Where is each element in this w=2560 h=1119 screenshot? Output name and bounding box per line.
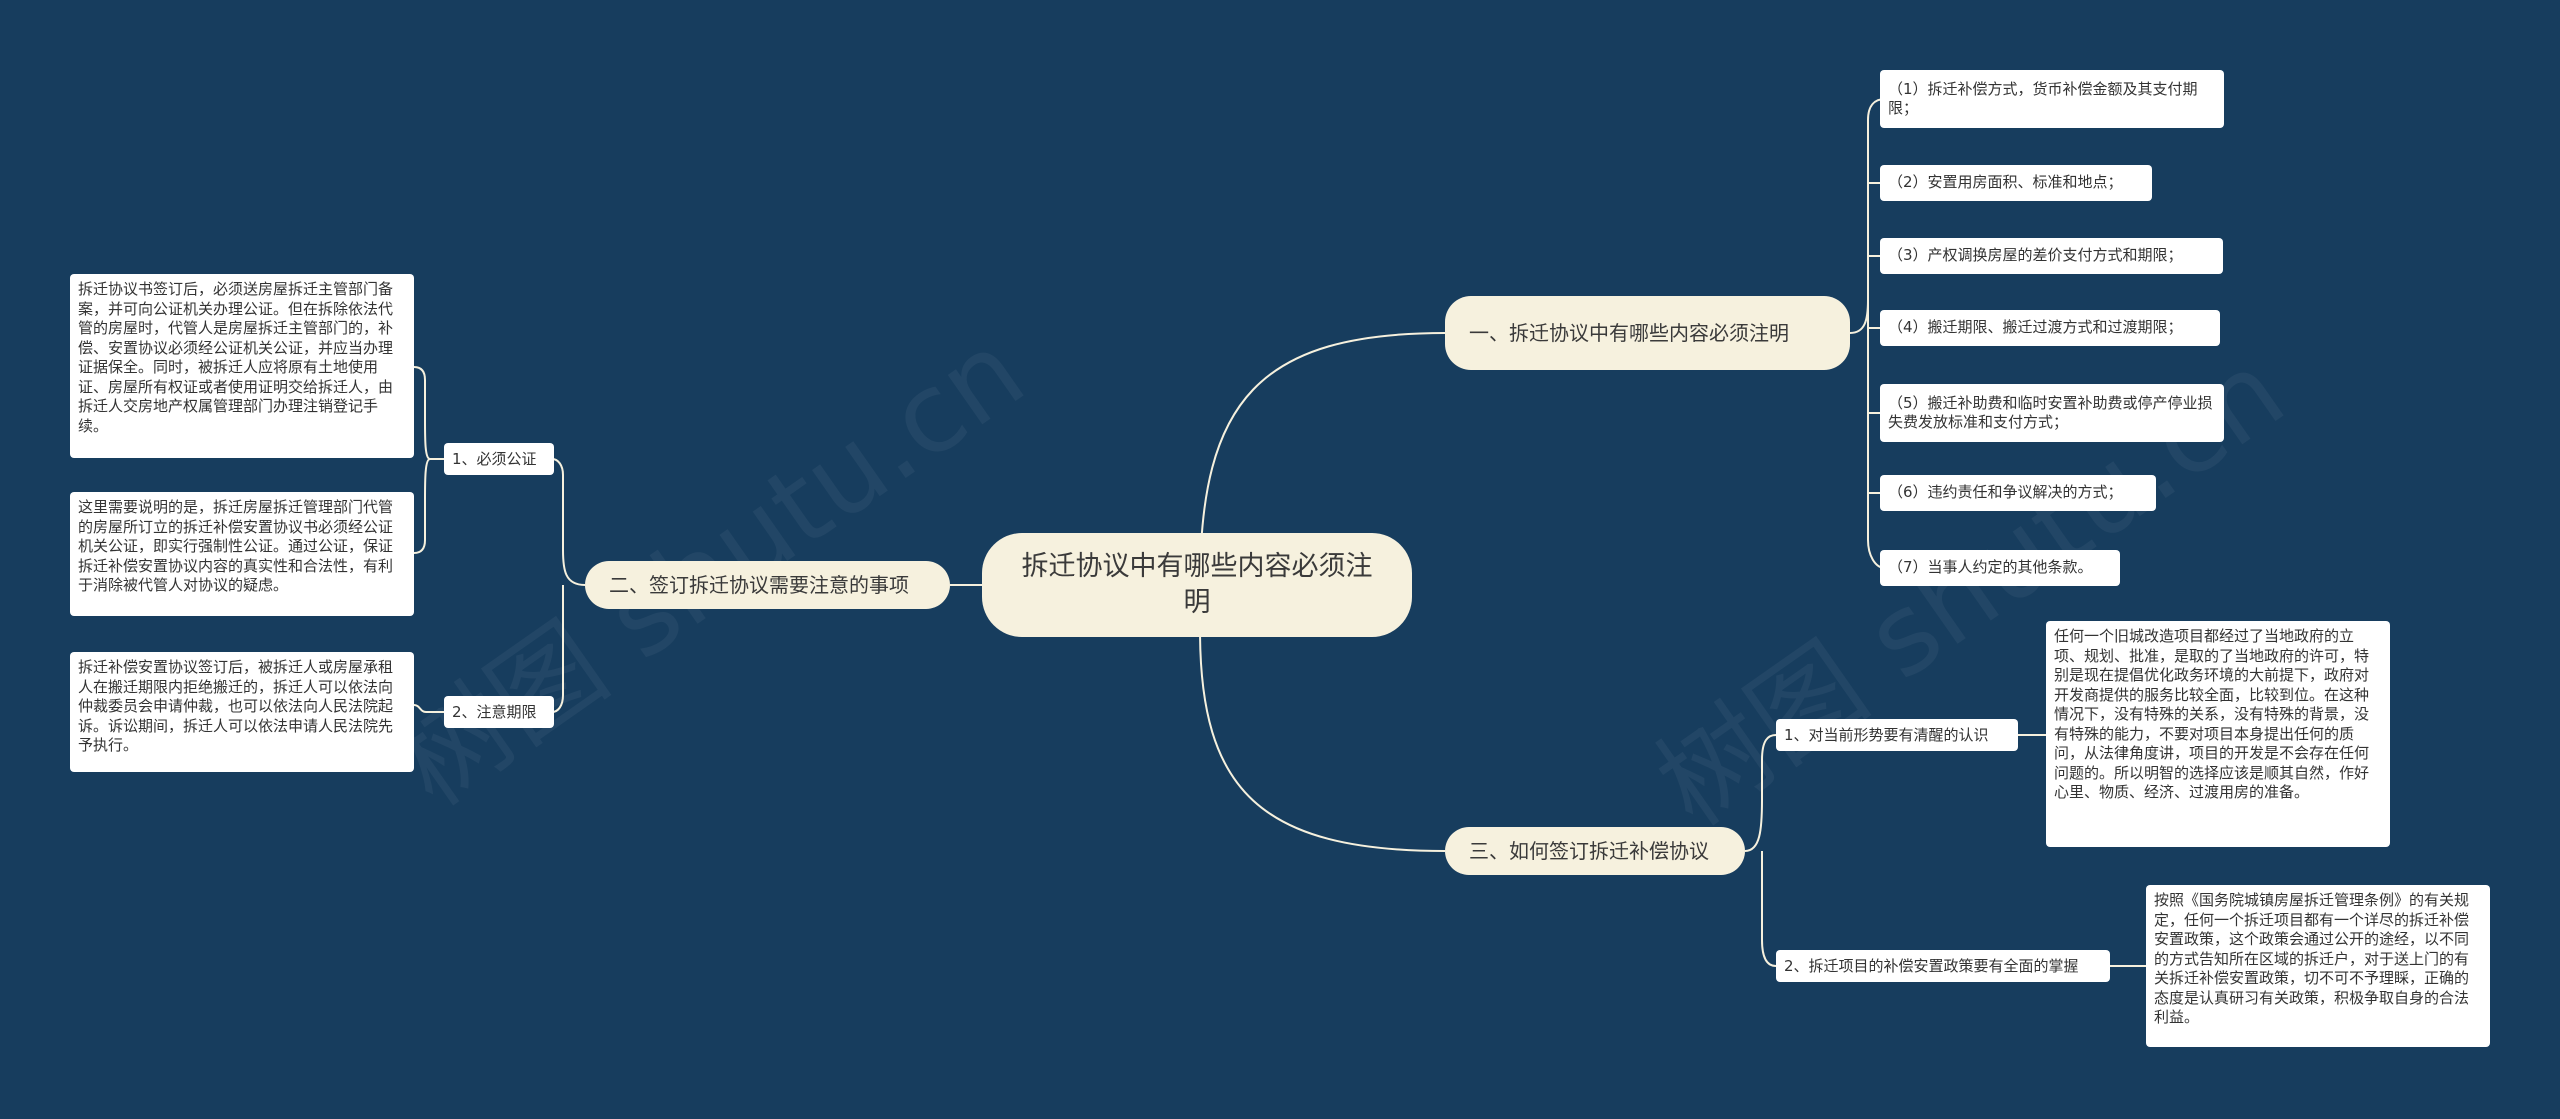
leaf-situation-detail[interactable]: 任何一个旧城改造项目都经过了当地政府的立项、规划、批准，是取的了当地政府的许可，… [2046,621,2390,847]
connector-branch2-subs [551,458,586,713]
leaf-notarize-detail[interactable]: 拆迁协议书签订后，必须送房屋拆迁主管部门备案，并可向公证机关办理公证。但在拆除依… [70,274,414,458]
list-item-other-terms[interactable]: （7）当事人约定的其他条款。 [1880,550,2120,586]
branch-signing-notes[interactable]: 二、签订拆迁协议需要注意的事项 [585,561,950,609]
connector-root-branch3 [1199,629,1446,852]
sub-must-notarize[interactable]: 1、必须公证 [444,443,554,475]
sub-mind-deadline[interactable]: 2、注意期限 [444,696,554,728]
list-item-liability[interactable]: （6）违约责任和争议解决的方式； [1880,475,2156,511]
list-item-housing-area[interactable]: （2）安置用房面积、标准和地点； [1880,165,2152,201]
leaf-deadline-detail[interactable]: 拆迁补偿安置协议签订后，被拆迁人或房屋承租人在搬迁期限内拒绝搬迁的，拆迁人可以依… [70,652,414,772]
sub-understand-situation[interactable]: 1、对当前形势要有清醒的认识 [1776,719,2018,751]
connector-branch3-subs [1744,734,1777,967]
list-item-subsidy[interactable]: （5）搬迁补助费和临时安置补助费或停产停业损失费发放标准和支付方式； [1880,384,2224,442]
list-item-relocation-period[interactable]: （4）搬迁期限、搬迁过渡方式和过渡期限； [1880,310,2220,346]
leaf-notarize-note[interactable]: 这里需要说明的是，拆迁房屋拆迁管理部门代管的房屋所订立的拆迁补偿安置协议书必须经… [70,492,414,616]
connector-root-branch1 [1199,332,1446,586]
root-topic[interactable]: 拆迁协议中有哪些内容必须注明 [982,533,1412,637]
leaf-policy-detail[interactable]: 按照《国务院城镇房屋拆迁管理条例》的有关规定，任何一个拆迁项目都有一个详尽的拆迁… [2146,885,2490,1047]
list-item-compensation-method[interactable]: （1）拆迁补偿方式，货币补偿金额及其支付期限； [1880,70,2224,128]
list-item-price-difference[interactable]: （3）产权调换房屋的差价支付方式和期限； [1880,238,2223,274]
branch-how-to-sign[interactable]: 三、如何签订拆迁补偿协议 [1445,827,1745,875]
branch-what-must-be-stated[interactable]: 一、拆迁协议中有哪些内容必须注明 [1445,296,1850,370]
sub-know-policy[interactable]: 2、拆迁项目的补偿安置政策要有全面的掌握 [1776,950,2110,982]
